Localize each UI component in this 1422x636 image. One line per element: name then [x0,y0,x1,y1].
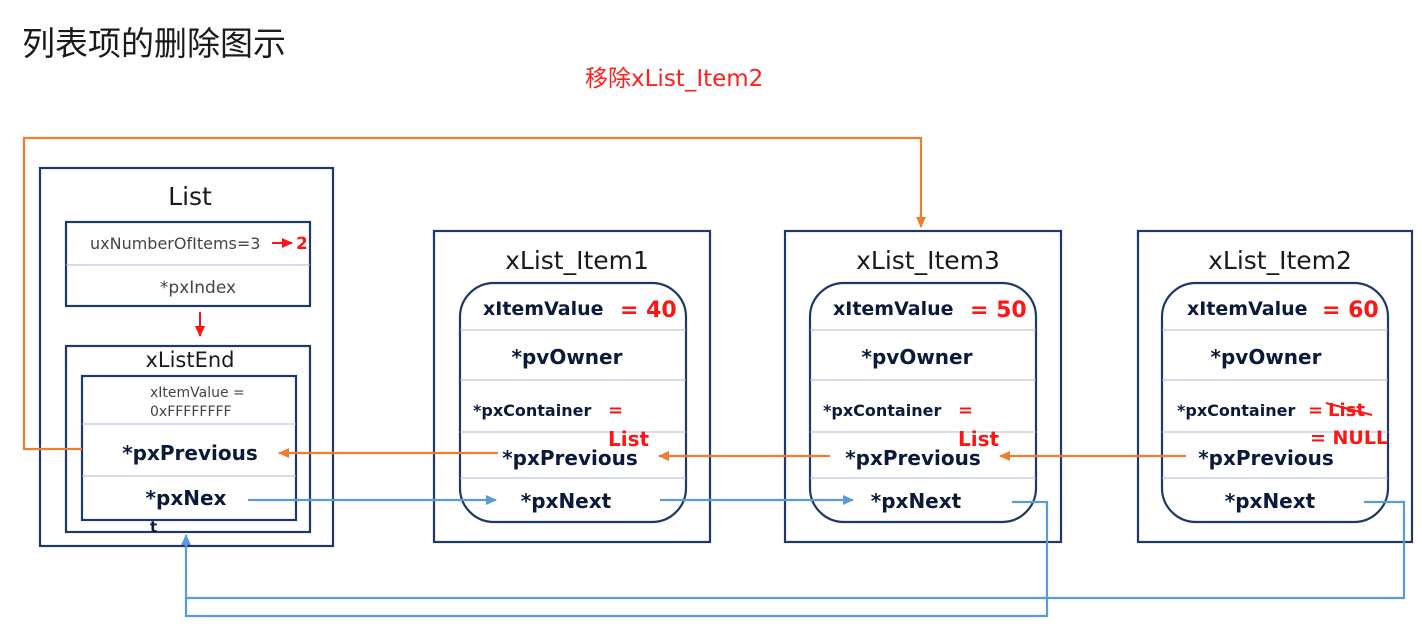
item1-pv-owner: *pvOwner [512,345,623,369]
item3-item-value: = 50 [970,298,1027,323]
list-fields-box [64,220,312,308]
item1-px-previous: *pxPrevious [502,446,638,470]
item3-inner-box [808,281,1038,524]
node-xlist-item2: xList_Item2 xItemValue = 60 *pvOwner *px… [1136,229,1414,544]
item2-px-container: *pxContainer [1177,401,1295,420]
item2-pv-owner: *pvOwner [1211,345,1322,369]
list-end-header: xListEnd [145,348,234,372]
list-end-inner-box [80,374,298,522]
px-index-field: *pxIndex [160,278,236,298]
list-end-px-previous: *pxPrevious [122,441,258,465]
item3-next-to-list-end-arrow [181,500,1049,618]
item2-header: xList_Item2 [1208,246,1352,275]
item3-item-value-label: xItemValue [833,298,954,320]
item2-container-eq: = [1308,400,1323,421]
list-end-item-value-label: xItemValue = [150,385,245,401]
item1-px-next: *pxNext [521,489,612,513]
list-header: List [168,182,212,211]
page-title: 列表项的删除图示 [22,24,286,63]
item3-container-value: List [958,427,1000,451]
ux-number-new-value: 2 [296,234,308,254]
item3-px-previous: *pxPrevious [845,446,981,470]
item3-header: xList_Item3 [856,246,1000,275]
item1-container-value: List [608,427,650,451]
item2-item-value: = 60 [1322,298,1379,323]
item2-px-previous: *pxPrevious [1198,446,1334,470]
item2-strike-line [1325,402,1373,416]
item2-inner-box [1160,281,1390,524]
cursor-mark: t [150,518,157,536]
list-end-px-next: *pxNex [146,486,227,510]
list-end-item-value: 0xFFFFFFFF [150,404,232,420]
item1-item-value-label: xItemValue [483,298,604,320]
list-box: List uxNumberOfItems=3 2 *pxIndex xListE… [38,166,335,548]
item1-header: xList_Item1 [505,246,649,275]
diagram-subtitle: 移除xList_Item2 [585,66,763,92]
item1-container-eq: = [608,400,623,421]
item2-px-next: *pxNext [1225,489,1316,513]
item2-next-to-list-end-arrow [186,500,1406,600]
list-end-previous-to-item3-arrow [22,136,926,451]
item1-px-container: *pxContainer [473,401,591,420]
item2-container-new-value: = NULL [1310,427,1388,449]
node-xlist-item3: xList_Item3 xItemValue = 50 *pvOwner *px… [783,229,1063,544]
item2-item-value-label: xItemValue [1187,298,1308,320]
node-xlist-item1: xList_Item1 xItemValue = 40 *pvOwner *px… [432,229,712,544]
item2-container-struck-value: List [1328,400,1365,421]
item1-inner-box [458,281,688,524]
item3-container-eq: = [958,400,973,421]
item3-px-container: *pxContainer [823,401,941,420]
item1-item-value: = 40 [620,298,677,323]
item3-pv-owner: *pvOwner [862,345,973,369]
ux-number-of-items: uxNumberOfItems=3 [90,234,260,253]
item3-px-next: *pxNext [871,489,962,513]
